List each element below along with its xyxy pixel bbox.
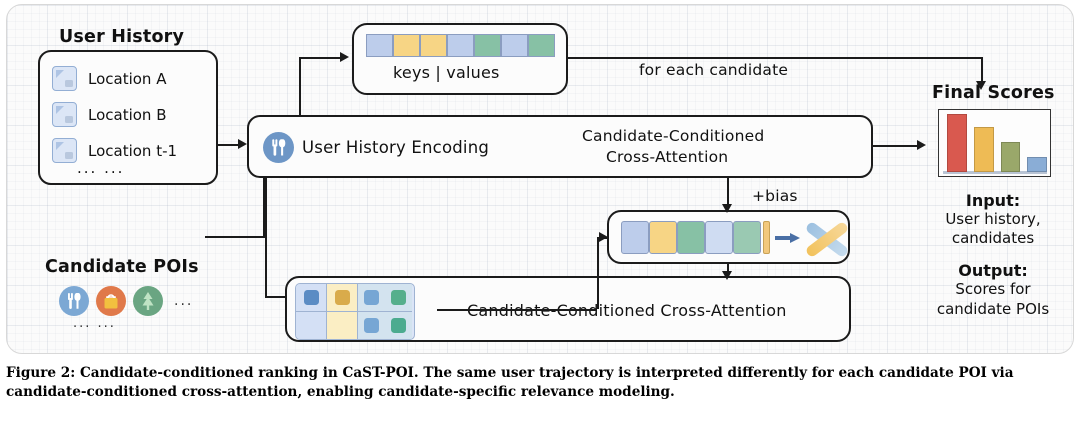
list-item: Location t-1: [52, 138, 177, 163]
bias-cell: [649, 221, 677, 254]
grid-column: [296, 284, 327, 339]
candidate-pois-icon-row: ...: [59, 286, 193, 316]
grid-cell: [296, 312, 326, 340]
connector-bottom-row: [437, 309, 597, 312]
map-location-icon: [52, 102, 77, 127]
bias-cell: [705, 221, 733, 254]
kv-cell: [420, 34, 447, 57]
chart-bar: [1027, 156, 1047, 172]
kv-cell: [501, 34, 528, 57]
chart-bar: [947, 114, 967, 172]
kv-cell: [474, 34, 501, 57]
bias-cell-sliver: [763, 221, 770, 254]
candidate-pois-ellipsis-below: ... ...: [73, 316, 116, 331]
grid-cell: [358, 312, 412, 340]
final-scores-chart: [938, 109, 1051, 177]
chart-bars: [947, 114, 1047, 172]
input-line2: candidates: [951, 229, 1035, 248]
output-line2: candidate POIs: [936, 299, 1050, 318]
grid-cell: [296, 284, 326, 312]
output-heading: Output:: [958, 261, 1028, 281]
connector-bottom-to-bias: [597, 237, 600, 309]
list-item-label: Location A: [88, 69, 167, 88]
chart-bar: [1000, 141, 1021, 172]
figure-diagram: User History Location A Location B Locat…: [6, 4, 1074, 354]
connector-bias-to-bottom: [727, 264, 730, 276]
bias-cell: [621, 221, 649, 254]
user-history-encoding-label: User History Encoding: [302, 138, 490, 157]
figure-caption: Figure 2: Candidate-conditioned ranking …: [6, 365, 1014, 401]
restaurant-circle-icon: [263, 132, 294, 163]
user-history-ellipsis: ... ...: [77, 159, 125, 177]
shopping-poi-icon: [96, 286, 126, 316]
bias-row-box: [607, 210, 850, 264]
connector-down-to-final-scores: [981, 57, 984, 83]
bottom-cross-attention-label: Candidate-Conditioned Cross-Attention: [467, 301, 787, 320]
list-item-label: Location t-1: [88, 141, 178, 160]
park-poi-icon: [133, 286, 163, 316]
connector-kv-for-each-candidate: [568, 57, 982, 60]
grid-cell: [327, 284, 357, 312]
candidate-pois-title: Candidate POIs: [45, 257, 199, 277]
arrowhead-right: [599, 232, 608, 242]
bias-cell: [677, 221, 705, 254]
grid-cell: [358, 284, 412, 312]
kv-cell: [393, 34, 420, 57]
kv-cell: [447, 34, 474, 57]
user-history-encoding-box: [247, 115, 873, 178]
user-history-box: Location A Location B Location t-1: [38, 50, 218, 185]
list-item: Location A: [52, 66, 166, 91]
chart-baseline: [943, 171, 1047, 174]
connector-candidates-up: [263, 178, 266, 236]
right-arrow-icon: [775, 233, 801, 243]
connector-encoder-up: [299, 57, 302, 115]
candidate-pois-ellipsis: ...: [174, 293, 194, 309]
connector-into-bottom-box: [265, 296, 285, 299]
connector-candidates-right: [205, 236, 265, 239]
input-output-block: Input: User history, candidates Output: …: [912, 191, 1073, 319]
list-item: Location B: [52, 102, 167, 127]
kv-cell: [366, 34, 393, 57]
arrowhead-right: [238, 139, 247, 149]
chart-bar: [973, 126, 994, 172]
cross-attention-label-line1: Candidate-Conditioned: [582, 127, 765, 145]
connector-encoder-to-kv: [299, 57, 341, 60]
list-item-label: Location B: [88, 105, 167, 124]
attention-grid: [295, 283, 415, 340]
arrowhead-right: [340, 52, 349, 62]
map-location-icon: [52, 66, 77, 91]
connector-encoder-down-left: [265, 178, 268, 298]
keys-values-label: keys | values: [393, 63, 500, 82]
restaurant-poi-icon: [59, 286, 89, 316]
input-heading: Input:: [965, 191, 1021, 210]
arrowhead-down: [976, 81, 986, 90]
crossed-bars-icon: [804, 217, 850, 261]
arrowhead-right: [917, 140, 926, 150]
keys-values-box: [352, 23, 568, 95]
keys-values-cells: [366, 34, 555, 57]
connector-encoder-to-bias: [727, 178, 730, 208]
grid-column: [358, 284, 412, 339]
final-scores-title: Final Scores: [932, 83, 1055, 103]
arrowhead-down: [722, 204, 732, 213]
map-location-icon: [52, 138, 77, 163]
bias-cells: [621, 221, 770, 254]
bias-cell: [733, 221, 761, 254]
connector-history-to-encoder: [218, 144, 240, 147]
grid-column: [327, 284, 358, 339]
output-line1: Scores for: [955, 280, 1031, 299]
user-history-title: User History: [59, 27, 185, 47]
bias-label: +bias: [752, 187, 798, 205]
cross-attention-label-line2: Cross-Attention: [606, 148, 729, 166]
input-line1: User history,: [945, 210, 1041, 228]
kv-cell: [528, 34, 555, 57]
grid-cell: [327, 312, 357, 340]
arrowhead-down: [722, 271, 732, 280]
for-each-candidate-label: for each candidate: [639, 61, 789, 79]
connector-encoder-to-scores: [873, 145, 919, 148]
